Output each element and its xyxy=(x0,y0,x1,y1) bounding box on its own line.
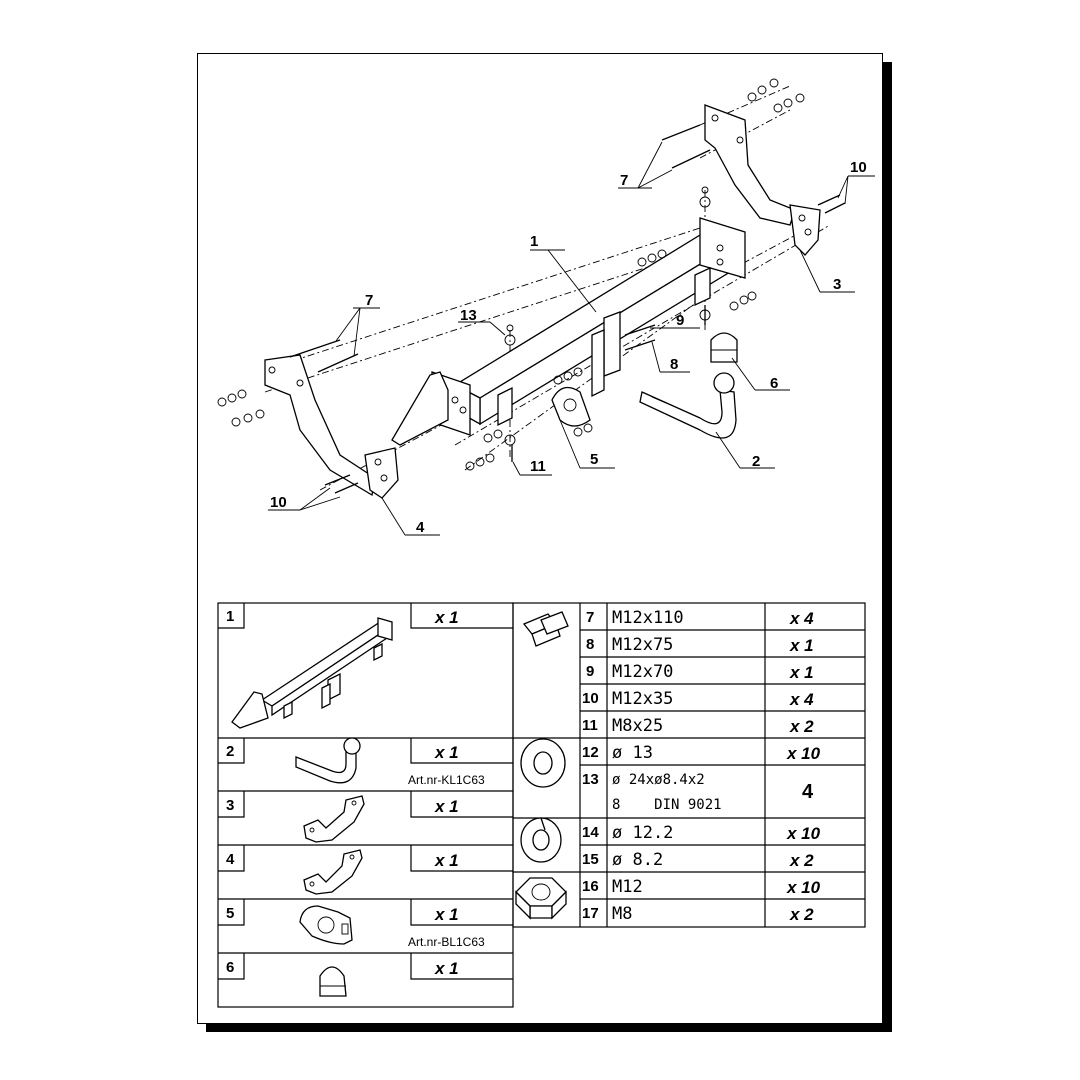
hw-spec-16: M12 xyxy=(612,877,643,897)
callout-10-right: 10 xyxy=(850,159,867,176)
part-num-1: 1 xyxy=(226,608,234,625)
parts-table: 1 2 3 4 5 6 x 1 x 1 x 1 x 1 x 1 x 1 Art.… xyxy=(217,602,514,1008)
hw-spec-12: ø 13 xyxy=(612,743,653,763)
bracket-part-4 xyxy=(364,447,399,499)
thumb-ball-cap xyxy=(319,966,347,997)
hw-spec-17: M8 xyxy=(612,904,632,924)
thumb-socket-plate xyxy=(299,905,353,945)
callout-8: 8 xyxy=(670,356,678,373)
hw-qty-9: x 1 xyxy=(789,663,814,682)
bracket-left xyxy=(264,354,376,497)
hw-qty-15: x 2 xyxy=(789,851,814,870)
part-art-2: Art.nr-KL1C63 xyxy=(408,773,485,787)
part-qty-4: x 1 xyxy=(434,851,459,870)
hw-qty-14: x 10 xyxy=(786,824,821,843)
part-qty-3: x 1 xyxy=(434,797,459,816)
hw-num-15: 15 xyxy=(582,851,599,868)
callout-6: 6 xyxy=(770,375,778,392)
hw-spec-7: M12x110 xyxy=(612,608,684,628)
hw-num-16: 16 xyxy=(582,878,599,895)
part-num-3: 3 xyxy=(226,797,234,814)
hw-qty-16: x 10 xyxy=(786,878,821,897)
hw-num-14: 14 xyxy=(582,824,599,841)
hw-spec-13-line-2: 8 DIN 9021 xyxy=(612,797,722,813)
callout-1: 1 xyxy=(530,233,538,250)
callout-11: 11 xyxy=(530,458,546,475)
part-num-2: 2 xyxy=(226,743,234,760)
hw-num-13: 13 xyxy=(582,771,599,788)
hw-spec-8: M12x75 xyxy=(612,635,673,655)
hw-num-10: 10 xyxy=(582,690,599,707)
callout-7-right: 7 xyxy=(620,172,628,189)
washer-icon xyxy=(520,738,566,788)
thumb-bracket-3 xyxy=(303,795,365,843)
hw-spec-10: M12x35 xyxy=(612,689,673,709)
bolt-icon xyxy=(522,611,569,647)
hw-qty-12: x 10 xyxy=(786,744,821,763)
bolts xyxy=(289,124,846,494)
hardware-table: 7 M12x110 x 4 8 M12x75 x 1 9 M12x70 x 1 … xyxy=(512,602,866,928)
part-num-4: 4 xyxy=(226,851,235,868)
part-qty-5: x 1 xyxy=(434,905,459,924)
exploded-view: 1 2 3 4 5 6 7 7 8 9 10 10 11 13 xyxy=(217,78,875,536)
bracket-right xyxy=(704,104,796,226)
part-qty-1: x 1 xyxy=(434,608,459,627)
hw-num-9: 9 xyxy=(586,663,594,680)
nut-icon xyxy=(515,877,567,920)
tow-ball-part-2 xyxy=(639,372,737,439)
callout-10-left: 10 xyxy=(270,494,287,511)
callout-leaders xyxy=(268,141,875,536)
hw-num-17: 17 xyxy=(582,905,599,922)
hw-spec-11: M8x25 xyxy=(612,716,663,736)
part-num-5: 5 xyxy=(226,905,234,922)
nuts-and-washers xyxy=(217,78,805,471)
hw-num-8: 8 xyxy=(586,636,594,653)
socket-plate-part-5 xyxy=(551,386,591,427)
ball-cap-part-6 xyxy=(710,332,738,363)
part-art-5: Art.nr-BL1C63 xyxy=(408,935,485,949)
hw-num-12: 12 xyxy=(582,744,599,761)
hw-qty-13: 4 xyxy=(802,781,814,803)
part-num-6: 6 xyxy=(226,959,234,976)
part-qty-2: x 1 xyxy=(434,743,459,762)
hw-spec-13: ø 24xø8.4x2 xyxy=(612,772,705,788)
thumb-tow-ball xyxy=(295,737,361,784)
hw-qty-10: x 4 xyxy=(789,690,814,709)
callout-5: 5 xyxy=(590,451,598,468)
spring-washer-icon xyxy=(520,817,562,863)
hw-spec-15: ø 8.2 xyxy=(612,850,663,870)
hw-qty-8: x 1 xyxy=(789,636,814,655)
callout-2: 2 xyxy=(752,453,760,470)
callout-13: 13 xyxy=(460,307,477,324)
thumb-crossbar xyxy=(231,617,393,729)
hw-num-11: 11 xyxy=(582,717,598,734)
hw-spec-9: M12x70 xyxy=(612,662,673,682)
hw-num-7: 7 xyxy=(586,609,594,626)
crossbar-part-1 xyxy=(391,217,746,446)
hw-qty-11: x 2 xyxy=(789,717,814,736)
thumb-bracket-4 xyxy=(303,849,363,895)
bracket-part-3 xyxy=(789,204,821,256)
hw-qty-7: x 4 xyxy=(789,609,814,628)
callout-9: 9 xyxy=(676,312,684,329)
callout-3: 3 xyxy=(833,276,841,293)
callout-4: 4 xyxy=(416,519,425,536)
hw-qty-17: x 2 xyxy=(789,905,814,924)
callout-7-left: 7 xyxy=(365,292,373,309)
part-qty-6: x 1 xyxy=(434,959,459,978)
hw-spec-14: ø 12.2 xyxy=(612,823,673,843)
